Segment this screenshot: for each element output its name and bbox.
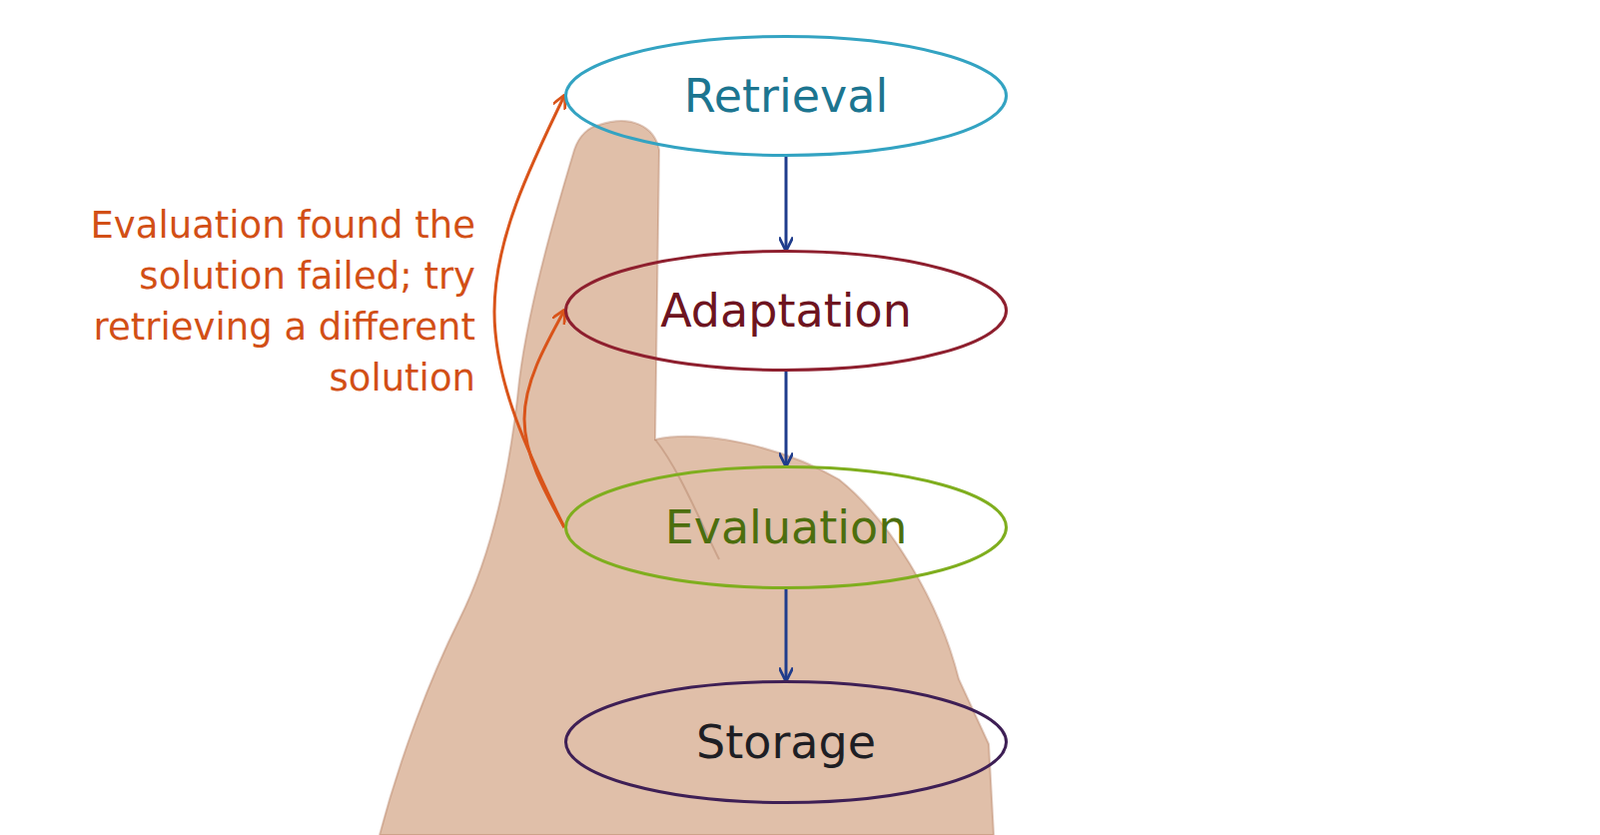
process-ellipse: Retrieval: [564, 34, 1008, 157]
ellipse-shape: [566, 467, 1007, 589]
process-ellipse: Storage: [564, 680, 1008, 804]
ellipse-shape: [566, 251, 1007, 371]
flow-arrow: [785, 371, 789, 466]
edge-note: Evaluation found the solution failed; tr…: [17, 199, 476, 404]
process-ellipse: Adaptation: [564, 249, 1008, 372]
feedback-arrow: [524, 310, 565, 528]
feedback-arrow: [494, 95, 565, 528]
step-name: Retrieval: [684, 70, 888, 122]
ellipse-shape: [566, 36, 1007, 156]
step-name: Adaptation: [660, 285, 912, 337]
flow-arrow: [785, 589, 789, 681]
ellipse-shape: [566, 682, 1007, 803]
flow-arrow: [785, 156, 789, 250]
step-name: Storage: [696, 717, 876, 769]
step-name: Evaluation: [665, 502, 908, 554]
process-ellipse: Evaluation: [564, 465, 1008, 590]
